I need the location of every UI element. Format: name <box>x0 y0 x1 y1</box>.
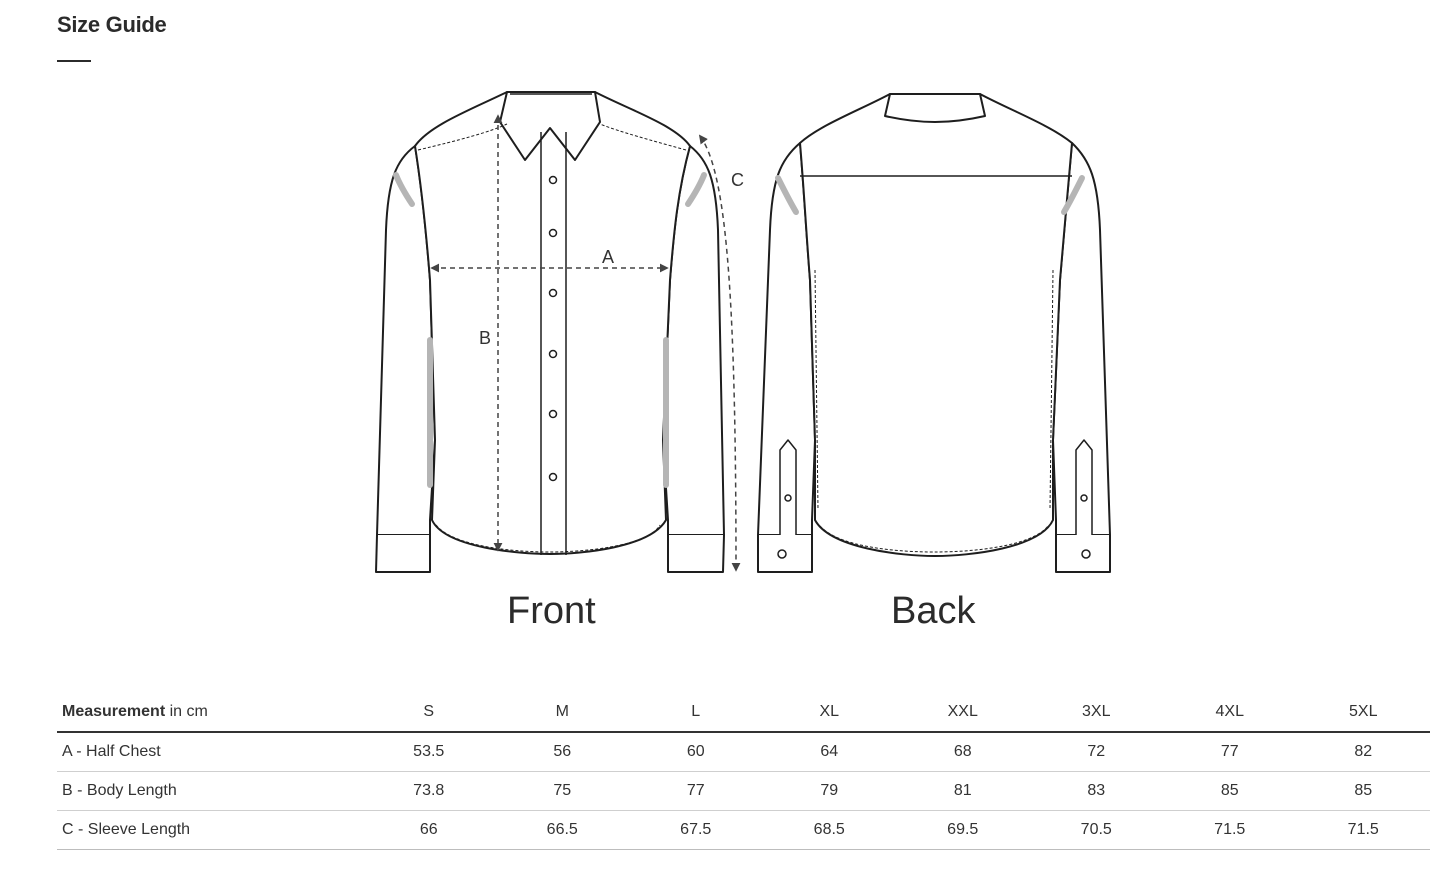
row-label: A - Half Chest <box>57 732 362 772</box>
size-header-l: L <box>629 692 763 733</box>
back-cuff-buttons <box>777 494 1091 559</box>
cell-value: 81 <box>896 771 1030 811</box>
measurement-lines <box>430 114 741 572</box>
measurement-header: Measurement in cm <box>57 692 362 733</box>
size-table: Measurement in cm S M L XL XXL 3XL 4XL 5… <box>57 692 1430 850</box>
cell-value: 71.5 <box>1296 810 1430 850</box>
front-buttons <box>548 175 558 482</box>
cell-value: 73.8 <box>362 771 496 811</box>
cell-value: 85 <box>1163 771 1297 811</box>
cell-value: 66.5 <box>495 810 629 850</box>
row-label: B - Body Length <box>57 771 362 811</box>
size-header-5xl: 5XL <box>1296 692 1430 733</box>
cell-value: 79 <box>762 771 896 811</box>
title-underline <box>57 60 91 62</box>
cell-value: 70.5 <box>1029 810 1163 850</box>
cell-value: 60 <box>629 732 763 772</box>
cell-value: 68.5 <box>762 810 896 850</box>
marker-b: B <box>479 328 491 348</box>
cell-value: 85 <box>1296 771 1430 811</box>
cell-value: 64 <box>762 732 896 772</box>
size-header-xl: XL <box>762 692 896 733</box>
size-header-xxl: XXL <box>896 692 1030 733</box>
size-header-s: S <box>362 692 496 733</box>
cell-value: 66 <box>362 810 496 850</box>
cell-value: 53.5 <box>362 732 496 772</box>
marker-a: A <box>602 247 614 267</box>
cell-value: 82 <box>1296 732 1430 772</box>
size-header-4xl: 4XL <box>1163 692 1297 733</box>
back-label: Back <box>891 590 976 632</box>
cell-value: 68 <box>896 732 1030 772</box>
row-label: C - Sleeve Length <box>57 810 362 850</box>
cell-value: 77 <box>1163 732 1297 772</box>
size-header-3xl: 3XL <box>1029 692 1163 733</box>
cell-value: 67.5 <box>629 810 763 850</box>
front-label: Front <box>507 590 596 632</box>
cell-value: 83 <box>1029 771 1163 811</box>
cell-value: 77 <box>629 771 763 811</box>
cell-value: 75 <box>495 771 629 811</box>
shirt-diagram: A B C <box>375 91 1111 573</box>
cell-value: 69.5 <box>896 810 1030 850</box>
measure-c-line <box>698 134 741 572</box>
table-row: B - Body Length 73.8 75 77 79 81 83 85 8… <box>57 771 1430 811</box>
size-header-m: M <box>495 692 629 733</box>
table-row: C - Sleeve Length 66 66.5 67.5 68.5 69.5… <box>57 810 1430 850</box>
cell-value: 56 <box>495 732 629 772</box>
page-title: Size Guide <box>57 12 167 37</box>
back-shirt <box>757 93 1111 573</box>
size-table-header-row: Measurement in cm S M L XL XXL 3XL 4XL 5… <box>57 692 1430 733</box>
table-row: A - Half Chest 53.5 56 60 64 68 72 77 82 <box>57 732 1430 772</box>
measurement-header-unit: in cm <box>169 702 208 720</box>
front-shirt <box>375 91 725 573</box>
measurement-header-strong: Measurement <box>62 702 166 720</box>
cell-value: 71.5 <box>1163 810 1297 850</box>
marker-c: C <box>731 170 744 190</box>
cell-value: 72 <box>1029 732 1163 772</box>
